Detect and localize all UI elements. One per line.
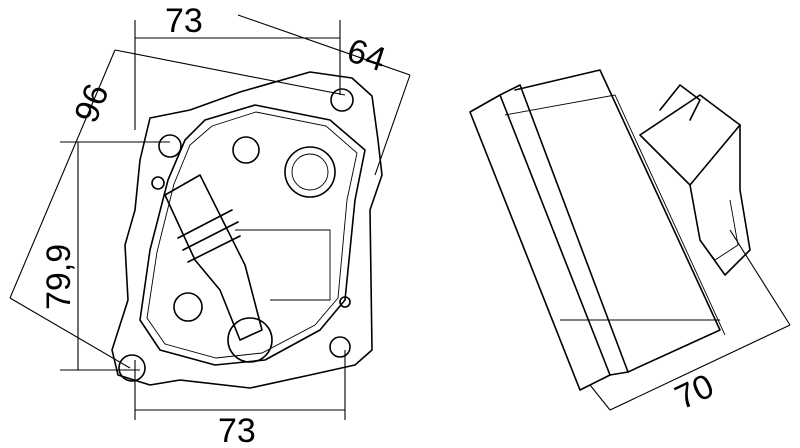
dim-top-width: 73 <box>165 2 203 40</box>
dim-side-depth: 70 <box>669 367 719 417</box>
dim-height: 79,9 <box>40 244 78 310</box>
dim-bottom-width: 73 <box>218 412 256 448</box>
dim-diagonal-height: 96 <box>67 79 116 128</box>
dim-diagonal-width: 64 <box>343 31 391 79</box>
front-view <box>111 71 383 389</box>
dimension-lines <box>9 14 791 420</box>
side-view <box>469 69 751 391</box>
